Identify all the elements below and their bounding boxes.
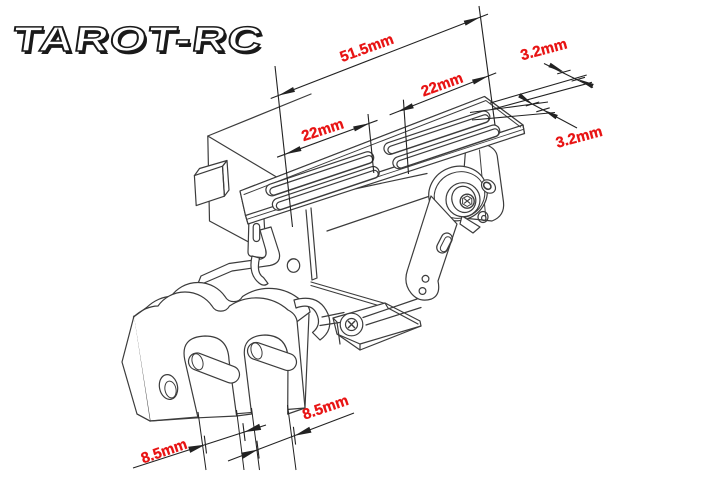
svg-text:8.5mm: 8.5mm <box>139 436 189 468</box>
svg-text:TAROT-RC: TAROT-RC <box>12 23 267 62</box>
svg-text:TAROT-RC: TAROT-RC <box>10 20 265 59</box>
svg-text:3.2mm: 3.2mm <box>554 123 604 152</box>
svg-text:22mm: 22mm <box>419 70 466 101</box>
svg-text:8.5mm: 8.5mm <box>300 392 350 424</box>
svg-text:3.2mm: 3.2mm <box>519 35 569 64</box>
